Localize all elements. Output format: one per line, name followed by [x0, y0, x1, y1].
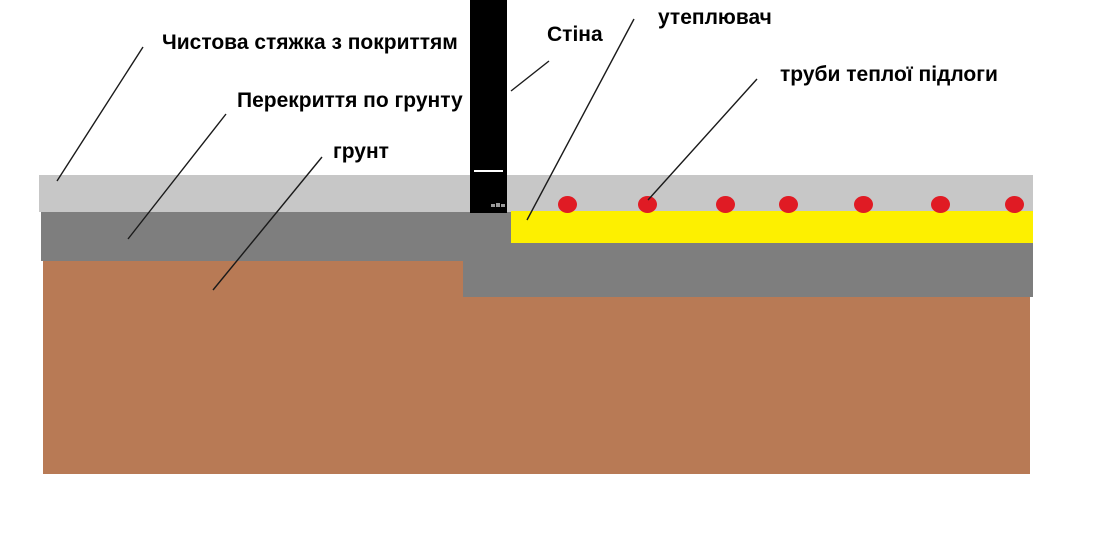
insulation-layer: [511, 211, 1033, 243]
wall-mortar-line: [474, 170, 503, 172]
leader-line-wall: [510, 60, 550, 92]
pipe-dot: [715, 195, 735, 213]
soil-area-right: [463, 297, 1030, 474]
wall-watermark: [491, 202, 505, 208]
label-soil: грунт: [333, 140, 389, 163]
finish-screed-layer: [39, 175, 1033, 212]
pipe-dot: [1004, 195, 1024, 213]
label-wall: Стіна: [547, 23, 603, 46]
soil-area-left: [43, 261, 463, 474]
pipe-dot: [853, 195, 873, 213]
pipe-dot: [557, 195, 577, 213]
pipe-dot: [930, 195, 950, 213]
subfloor-slab-left: [41, 212, 463, 261]
label-subfloor: Перекриття по грунту: [237, 89, 463, 112]
pipe-dot: [778, 195, 798, 213]
wall-block: [470, 0, 507, 213]
label-heating-pipes: труби теплої підлоги: [780, 63, 998, 86]
label-insulation: утеплювач: [658, 6, 772, 29]
leader-line-screed: [56, 46, 144, 182]
label-finish-screed: Чистова стяжка з покриттям: [162, 31, 458, 54]
pipe-dot: [637, 195, 657, 213]
